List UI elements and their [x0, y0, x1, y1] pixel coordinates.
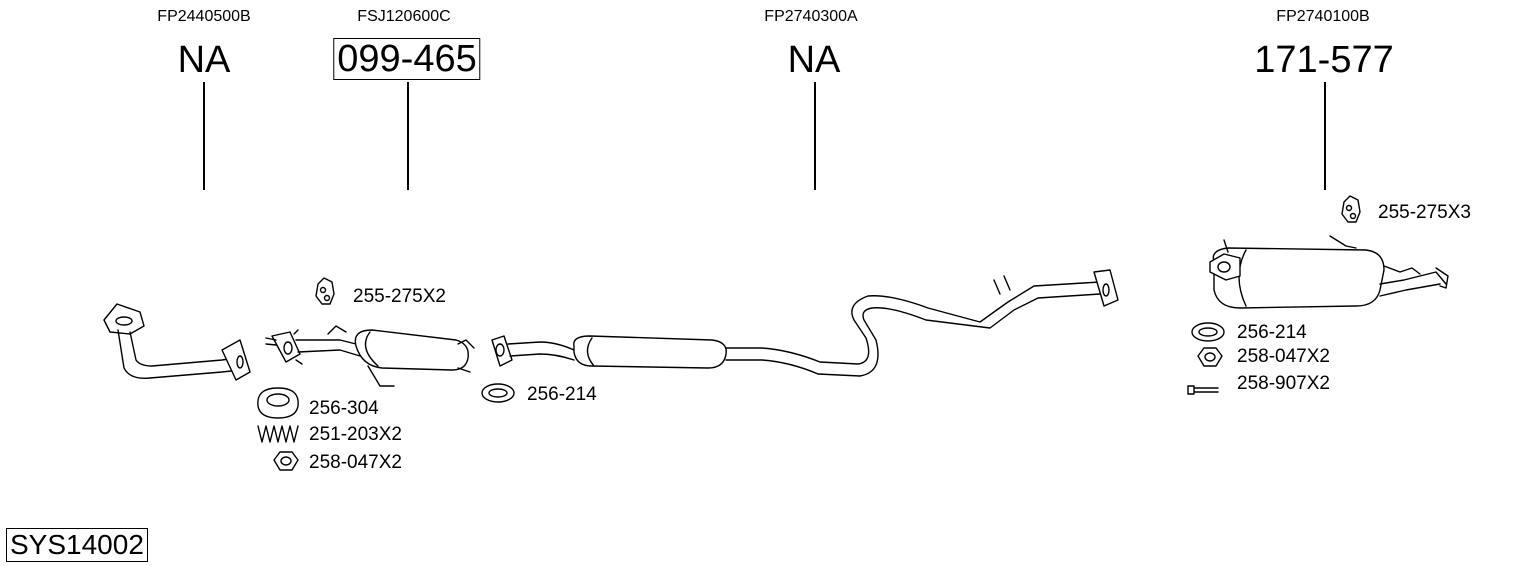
part-ref-middle-pipe[interactable]: NA: [787, 39, 841, 81]
rear-silencer-drawing: [1209, 235, 1449, 309]
label-hanger-rear[interactable]: 255-275X3: [1378, 202, 1471, 223]
label-cone-gasket[interactable]: 256-304: [309, 398, 379, 419]
oem-number-front-pipe: FP2440500B: [157, 8, 251, 25]
leader-line-front-pipe: [203, 82, 205, 190]
label-hanger-mid[interactable]: 255-275X2: [353, 286, 446, 307]
spring-icon: [257, 425, 299, 443]
part-ref-catalytic[interactable]: 099-465: [333, 38, 481, 80]
label-spring[interactable]: 251-203X2: [309, 424, 402, 445]
oem-number-catalytic: FSJ120600C: [357, 8, 451, 25]
catalytic-converter-drawing: [265, 325, 475, 387]
leader-line-catalytic: [407, 82, 409, 190]
middle-pipe-drawing: [491, 269, 1119, 377]
nut-icon-rear: [1197, 347, 1223, 367]
label-gasket-rear[interactable]: 256-214: [1237, 322, 1307, 343]
front-pipe-drawing: [103, 303, 251, 381]
part-ref-rear-silencer[interactable]: 171-577: [1254, 39, 1394, 81]
label-nut-rear[interactable]: 258-047X2: [1237, 346, 1330, 367]
cone-gasket-icon: [257, 387, 299, 419]
flat-gasket-icon-rear: [1191, 322, 1225, 342]
label-gasket-mid[interactable]: 256-214: [527, 384, 597, 405]
system-code-box: SYS14002: [6, 528, 148, 562]
bolt-icon-rear: [1187, 385, 1219, 395]
nut-icon-left: [273, 451, 299, 471]
leader-line-middle-pipe: [814, 82, 816, 190]
hanger-icon-mid: [315, 277, 335, 305]
leader-line-rear-silencer: [1324, 82, 1326, 190]
hanger-icon-rear: [1341, 195, 1361, 223]
oem-number-rear-silencer: FP2740100B: [1276, 8, 1370, 25]
label-nut-left[interactable]: 258-047X2: [309, 452, 402, 473]
flat-gasket-icon-mid: [481, 383, 515, 403]
part-ref-front-pipe[interactable]: NA: [177, 39, 231, 81]
oem-number-middle-pipe: FP2740300A: [764, 8, 858, 25]
label-bolt-rear[interactable]: 258-907X2: [1237, 373, 1330, 394]
